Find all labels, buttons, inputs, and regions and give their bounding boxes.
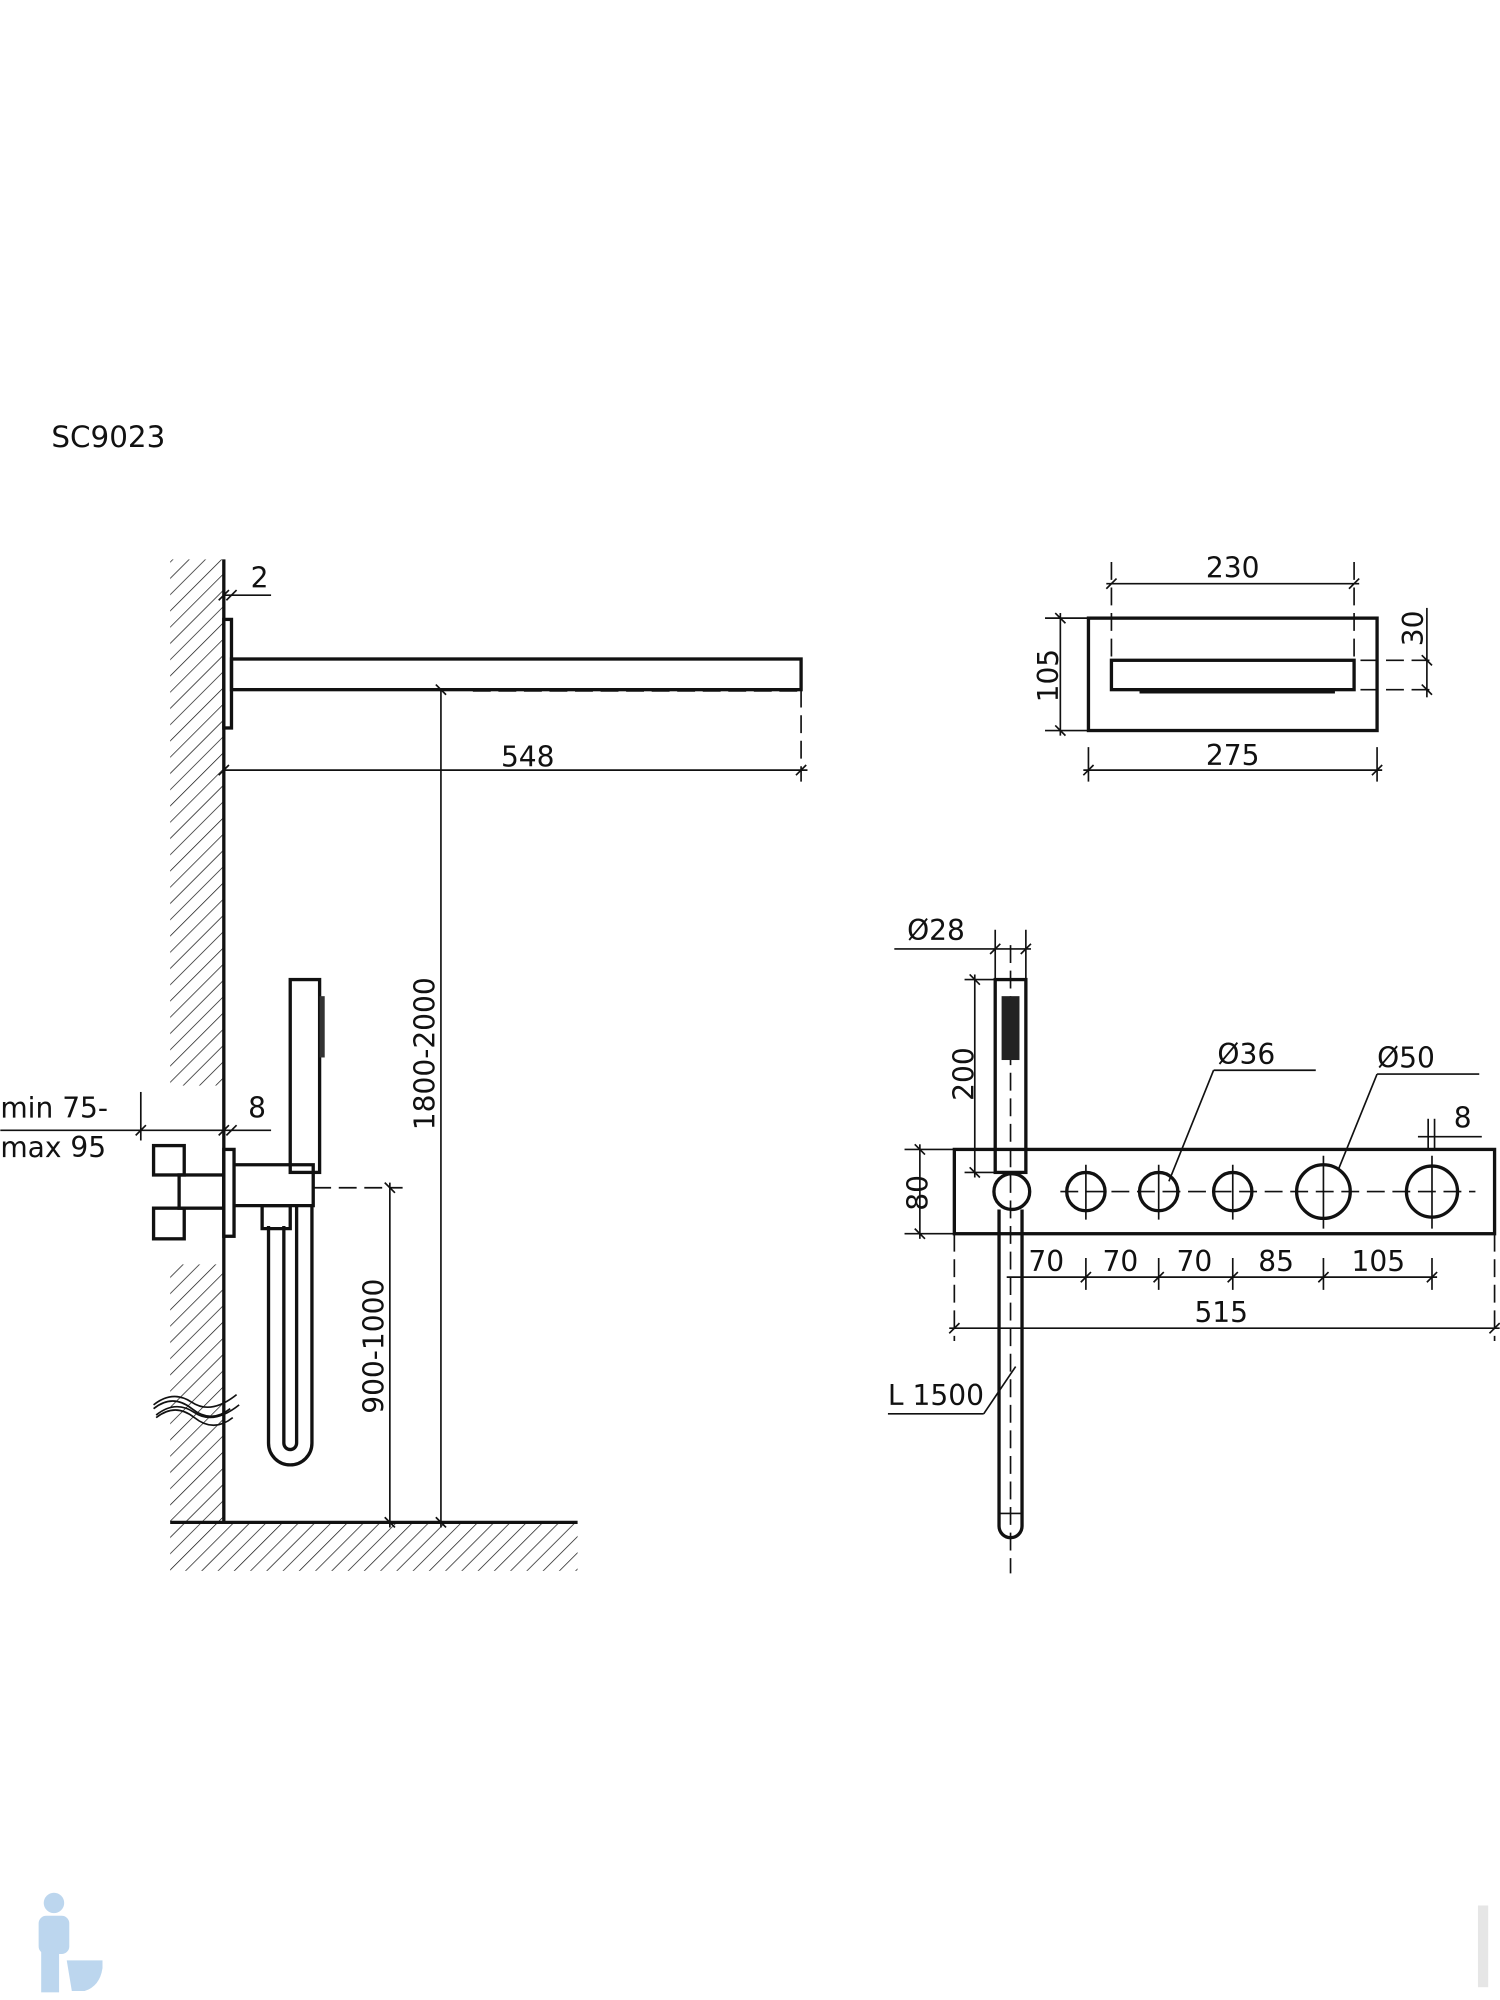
watermark-icon [1477,1905,1489,1988]
dim-spacing-2: 70 [1102,1245,1138,1278]
side-view: 2 548 1800-2000 min 75- max 95 8 900-100… [0,559,808,1571]
dim-spacing-3: 70 [1177,1245,1213,1278]
dim-knob-large: Ø50 [1377,1042,1435,1075]
dim-spacing-5: 105 [1352,1245,1406,1278]
dim-wall-gap: 2 [251,561,269,594]
hand-shower-side [288,977,322,1175]
control-panel [952,1147,1497,1236]
dim-mixer-height: 900-1000 [357,1279,390,1414]
holder [992,1172,1032,1212]
wall-hatch-lower [170,1264,224,1523]
dim-flange: 8 [248,1091,266,1124]
dim-mixer-depth-max: max 95 [0,1131,106,1164]
break-wave [153,1400,234,1427]
panel-view: Ø28 200 80 Ø36 Ø50 8 70 70 70 85 105 515… [888,914,1500,1574]
dim-head-outer-width: 275 [1206,739,1260,772]
dim-knob-small: Ø36 [1217,1038,1275,1071]
knobs [1065,1155,1460,1229]
dim-head-height: 105 [1032,649,1065,703]
shower-head-view: 230 105 275 30 [1032,551,1438,782]
dim-hand-shower-length: 200 [947,1047,980,1101]
dim-hose-length: L 1500 [888,1379,984,1412]
dim-hand-shower-diameter: Ø28 [907,914,965,947]
shower-arm [229,657,803,692]
logo-plumber-icon [38,1892,103,1993]
dim-mixer-depth-min: min 75- [0,1091,108,1124]
nozzle-grid [1001,996,1020,1061]
model-title: SC9023 [51,420,165,454]
dim-panel-height: 80 [902,1175,935,1211]
dim-shower-height: 1800-2000 [409,977,442,1130]
dim-total-width: 515 [1194,1296,1248,1329]
nozzle-strip [319,996,325,1058]
dim-knob-offset: 8 [1454,1102,1472,1135]
hose-loop [266,1205,314,1467]
dim-arm-length: 548 [501,740,555,773]
dim-spacing-4: 85 [1258,1245,1294,1278]
dim-spacing-1: 70 [1028,1245,1064,1278]
wall-hatch-upper [170,559,224,1086]
floor-hatch [170,1522,578,1571]
dim-head-outlet: 30 [1397,610,1430,646]
dim-head-inner-width: 230 [1206,551,1260,584]
